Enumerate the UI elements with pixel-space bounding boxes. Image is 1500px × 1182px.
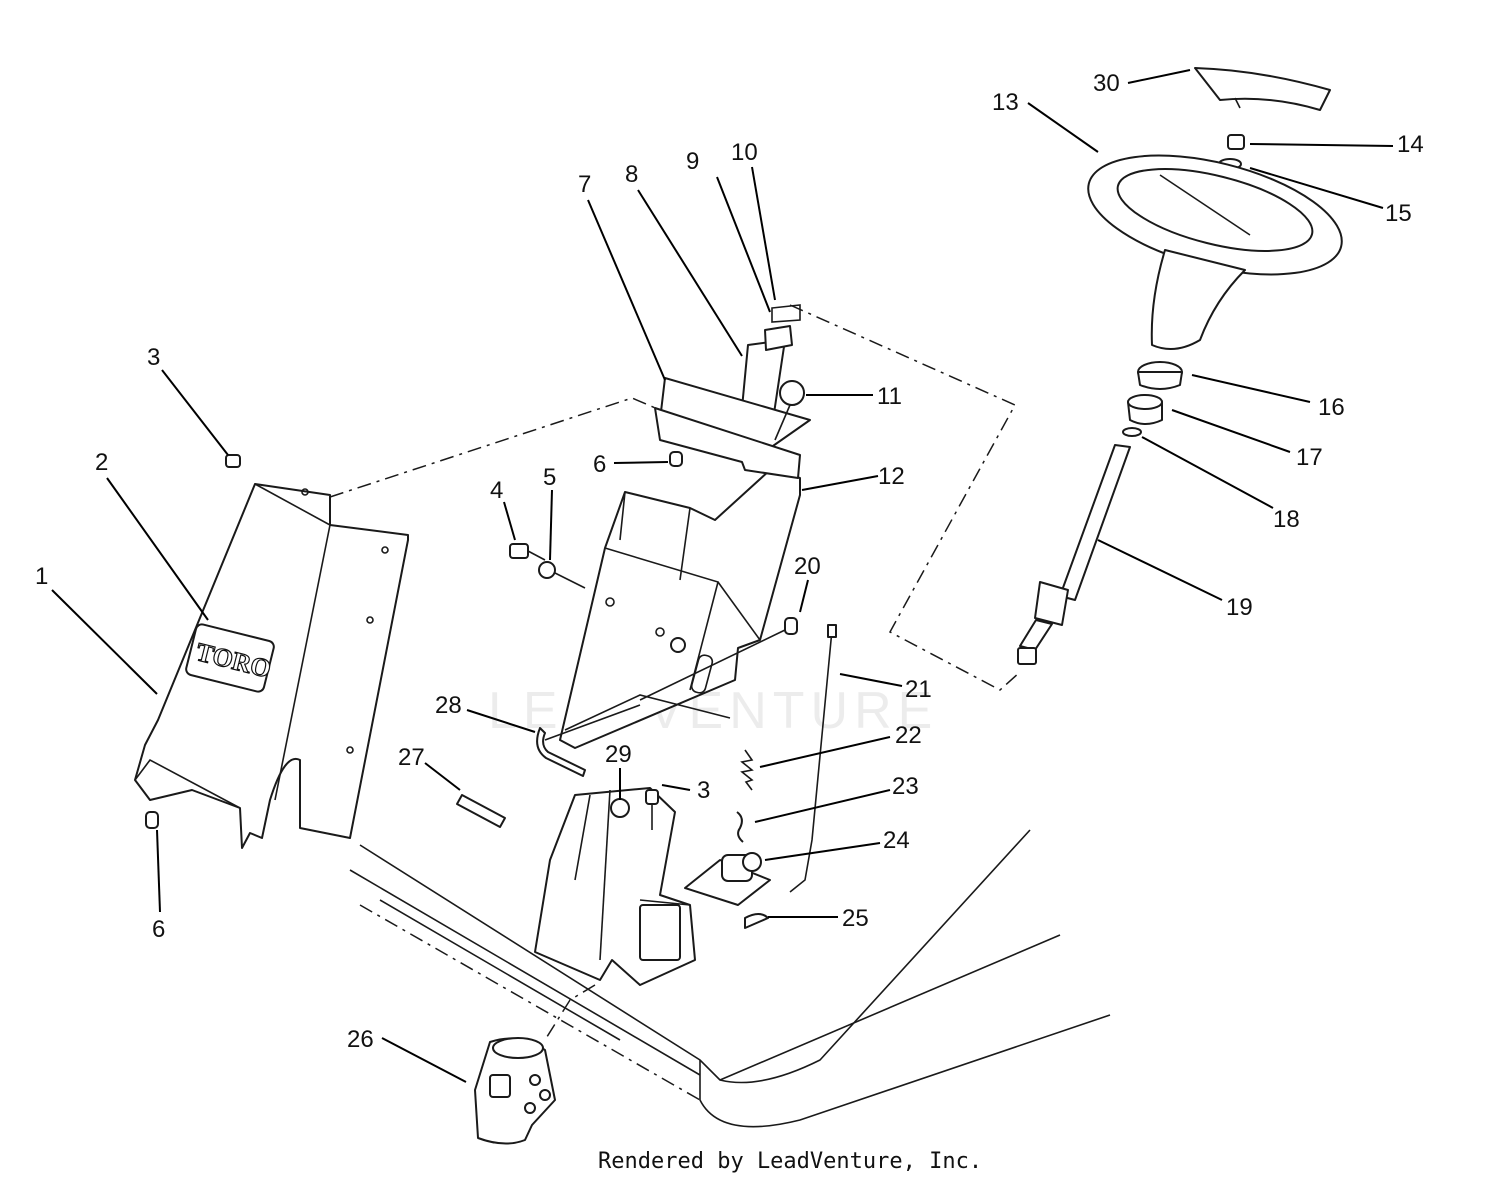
bushing-6-middle bbox=[669, 451, 683, 467]
callout-20: 20 bbox=[794, 553, 821, 580]
bracket-24 bbox=[684, 852, 771, 906]
callout-21: 21 bbox=[905, 676, 932, 703]
knob-11 bbox=[774, 380, 805, 441]
callout-12: 12 bbox=[878, 463, 905, 490]
screw-3-lower bbox=[645, 789, 659, 830]
leader-lines bbox=[51, 69, 1394, 1083]
callout-28: 28 bbox=[435, 692, 462, 719]
steering-valve-26 bbox=[474, 1037, 556, 1145]
cup-16 bbox=[1137, 361, 1183, 390]
bearing-17 bbox=[1127, 394, 1163, 425]
watermark: LEADVENTURE bbox=[488, 682, 938, 740]
callout-16: 16 bbox=[1318, 394, 1345, 421]
callout-19: 19 bbox=[1226, 594, 1253, 621]
callout-24: 24 bbox=[883, 827, 910, 854]
callout-8: 8 bbox=[625, 161, 638, 188]
callout-18: 18 bbox=[1273, 506, 1300, 533]
callout-9: 9 bbox=[686, 148, 699, 175]
credit-line: Rendered by LeadVenture, Inc. bbox=[598, 1149, 982, 1174]
callout-30: 30 bbox=[1093, 70, 1120, 97]
callout-22: 22 bbox=[895, 722, 922, 749]
spring-22 bbox=[740, 749, 754, 791]
callout-7: 7 bbox=[578, 171, 591, 198]
cap-30 bbox=[1194, 67, 1331, 111]
callout-27: 27 bbox=[398, 744, 425, 771]
callout-17: 17 bbox=[1296, 444, 1323, 471]
callout-29: 29 bbox=[605, 741, 632, 768]
callout-3-top: 3 bbox=[147, 344, 160, 371]
shaft-19 bbox=[1017, 444, 1131, 665]
callout-26: 26 bbox=[347, 1026, 374, 1053]
rod-21 bbox=[789, 624, 837, 893]
callout-5: 5 bbox=[543, 464, 556, 491]
callout-labels: 1 2 3 3 4 5 6 6 7 8 9 10 11 12 13 14 15 … bbox=[35, 70, 1424, 1053]
callout-4: 4 bbox=[490, 477, 503, 504]
nut-5 bbox=[538, 561, 586, 589]
lever-28 bbox=[536, 704, 641, 777]
screw-3-top bbox=[225, 454, 241, 468]
callout-10: 10 bbox=[731, 139, 758, 166]
callout-23: 23 bbox=[892, 773, 919, 800]
callout-3-lower: 3 bbox=[697, 777, 710, 804]
ring-18 bbox=[1122, 427, 1142, 437]
column-bracket bbox=[559, 469, 801, 749]
frame-outline bbox=[329, 304, 1111, 1128]
pin-20 bbox=[639, 617, 798, 701]
steering-wheel-13 bbox=[1087, 154, 1343, 350]
callout-13: 13 bbox=[992, 89, 1019, 116]
callout-14: 14 bbox=[1397, 131, 1424, 158]
pin-27 bbox=[456, 794, 506, 828]
plate-7 bbox=[654, 377, 811, 479]
callout-6-middle: 6 bbox=[593, 451, 606, 478]
callout-2: 2 bbox=[95, 449, 108, 476]
callout-6-bottom: 6 bbox=[152, 916, 165, 943]
nut-14 bbox=[1227, 134, 1245, 150]
callout-25: 25 bbox=[842, 905, 869, 932]
bushing-6-bottom bbox=[145, 811, 159, 829]
clip-23 bbox=[736, 811, 744, 843]
callout-15: 15 bbox=[1385, 200, 1412, 227]
lower-bracket bbox=[534, 787, 696, 986]
bolt-4 bbox=[509, 543, 546, 561]
callout-11: 11 bbox=[877, 383, 902, 410]
cotter-25 bbox=[744, 913, 769, 929]
console-cover: TORO bbox=[134, 483, 409, 849]
callout-1: 1 bbox=[35, 563, 48, 590]
